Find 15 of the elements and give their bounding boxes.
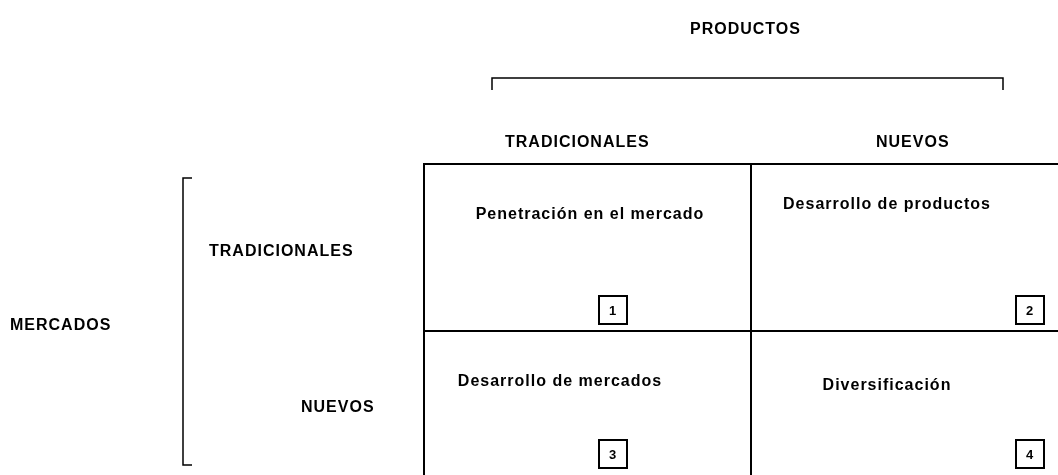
number-box: 1 bbox=[598, 295, 628, 325]
strategy-text: Desarrollo de productos bbox=[782, 194, 992, 214]
number-box: 2 bbox=[1015, 295, 1045, 325]
column-header: NUEVOS bbox=[876, 133, 950, 151]
strategy-text: Penetración en el mercado bbox=[474, 204, 706, 224]
strategy-text: Desarrollo de mercados bbox=[456, 371, 664, 391]
matrix-cell bbox=[423, 163, 752, 332]
number-box: 4 bbox=[1015, 439, 1045, 469]
row-header: NUEVOS bbox=[301, 398, 375, 416]
axis-title: PRODUCTOS bbox=[690, 20, 801, 38]
strategy-text: Diversificación bbox=[821, 375, 953, 395]
axis-title: MERCADOS bbox=[10, 316, 112, 334]
number-box: 3 bbox=[598, 439, 628, 469]
column-header: TRADICIONALES bbox=[505, 133, 650, 151]
row-header: TRADICIONALES bbox=[209, 242, 354, 260]
